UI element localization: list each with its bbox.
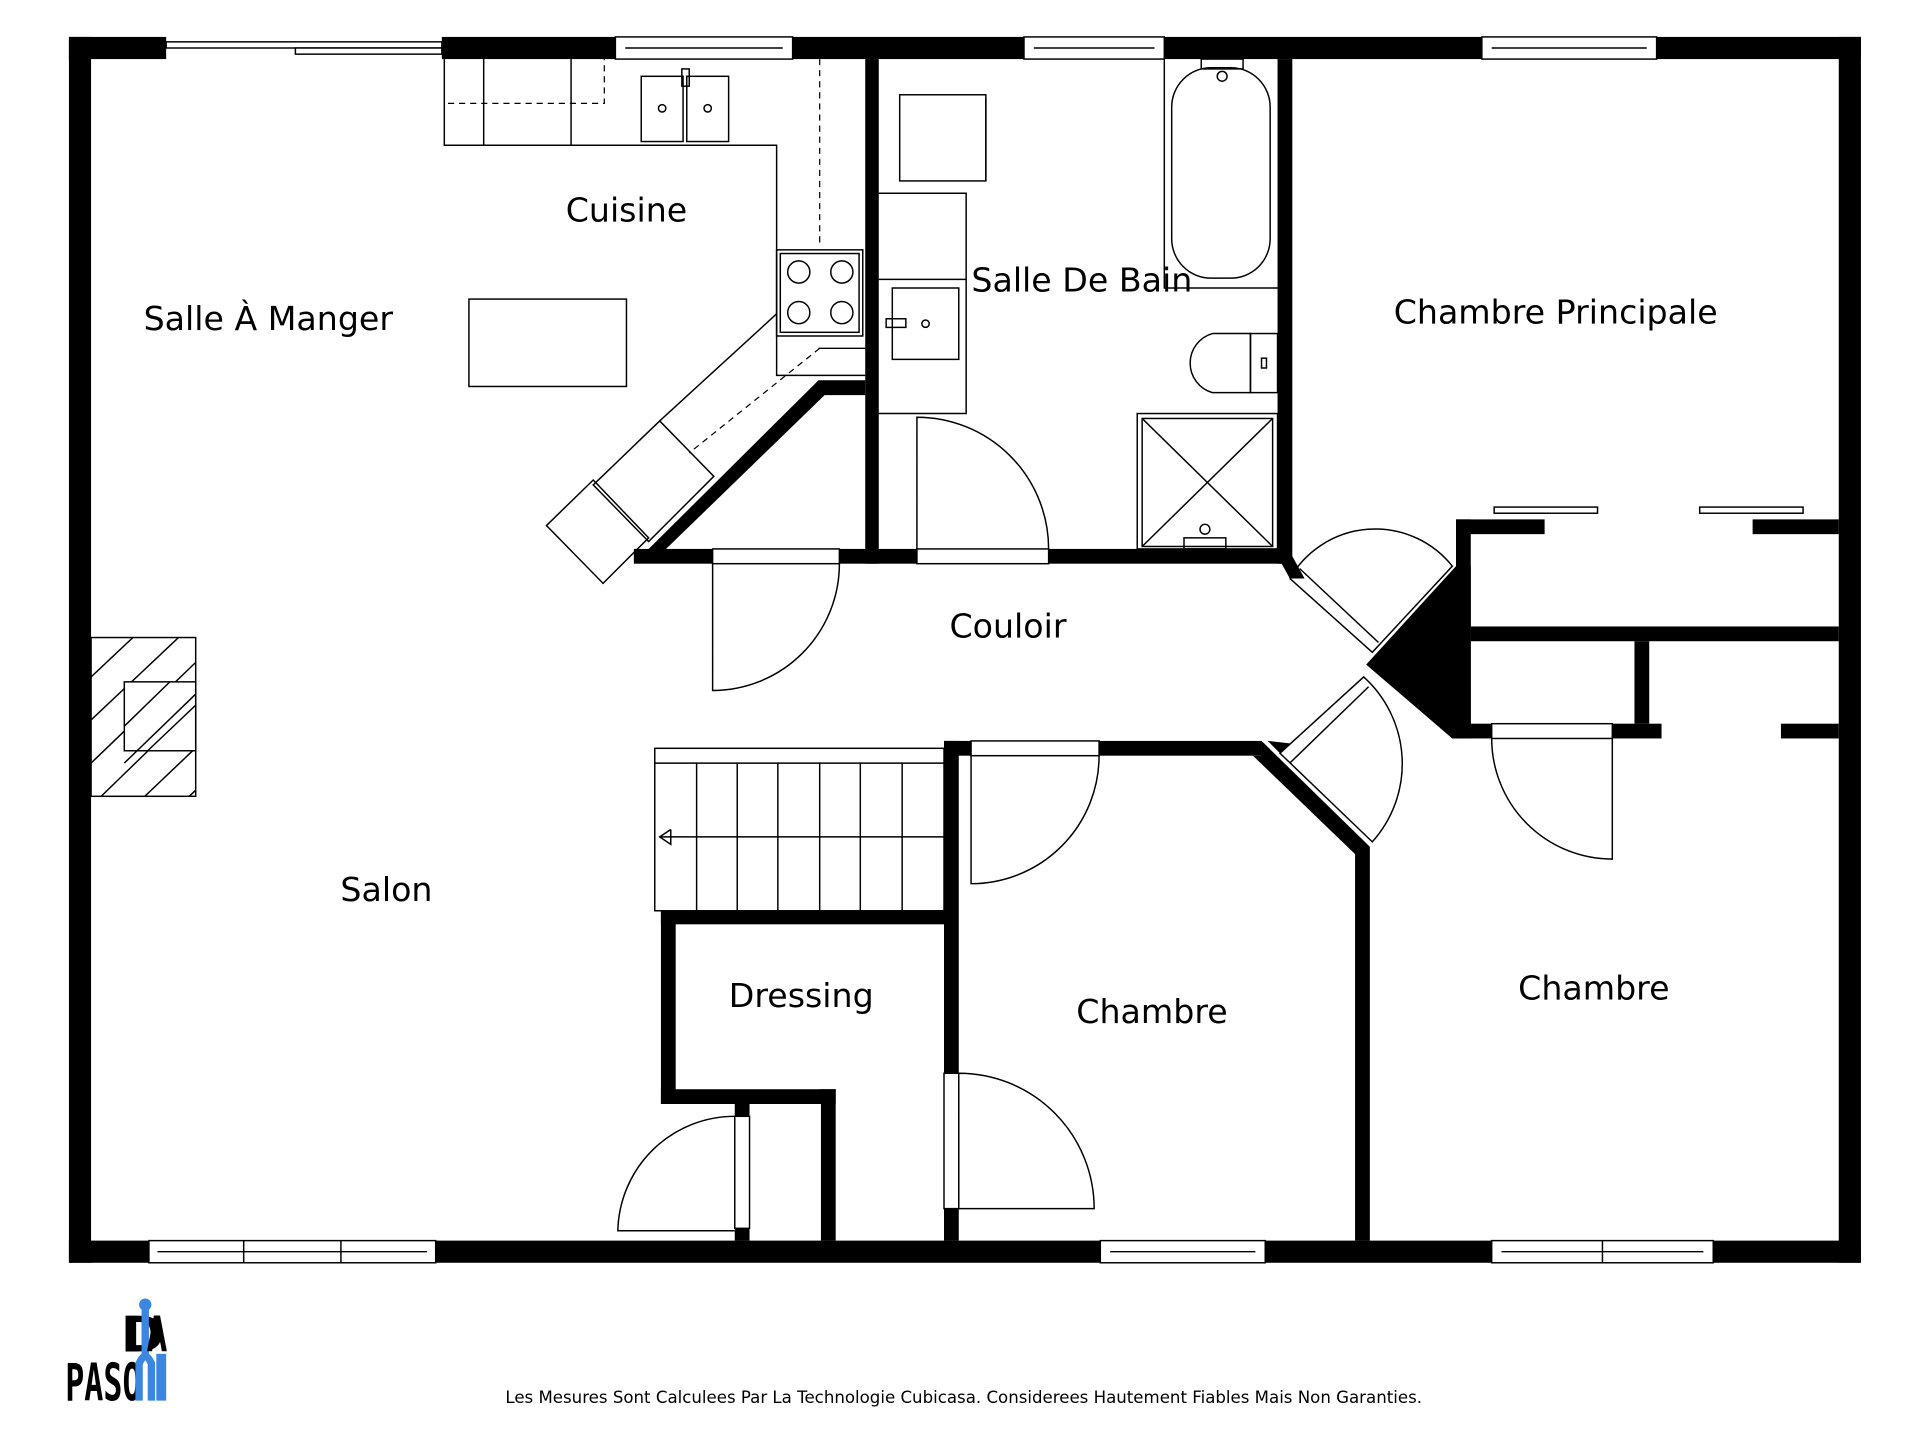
room-label-salon: Salon <box>340 870 432 909</box>
diapason-media-logo: D A PASO <box>65 1298 167 1414</box>
room-label-chambre: Chambre <box>1076 992 1227 1031</box>
room-label-dressing: Dressing <box>729 976 874 1015</box>
room-labels: Cuisine Salle À Manger Salle De Bain Cha… <box>144 191 1718 1031</box>
fireplace <box>90 636 197 798</box>
room-label-cuisine: Cuisine <box>566 191 688 230</box>
doors <box>617 416 1804 1232</box>
svg-text:A: A <box>146 1305 167 1363</box>
room-label-chambre-principale: Chambre Principale <box>1394 293 1718 332</box>
room-label-salle-a-manger: Salle À Manger <box>144 298 394 338</box>
room-label-salle-de-bain: Salle De Bain <box>971 261 1192 300</box>
outer-walls <box>68 36 1861 1263</box>
kitchen-fixtures <box>443 59 866 585</box>
windows <box>148 36 1714 1264</box>
footer-disclaimer: Les Mesures Sont Calculees Par La Techno… <box>505 1388 1422 1407</box>
interior-walls <box>633 59 1839 1241</box>
room-label-chambre-2: Chambre <box>1518 968 1669 1007</box>
bathroom-fixtures <box>878 58 1279 550</box>
staircase <box>654 747 945 912</box>
svg-text:PASO: PASO <box>65 1354 141 1414</box>
room-label-couloir: Couloir <box>949 607 1066 646</box>
